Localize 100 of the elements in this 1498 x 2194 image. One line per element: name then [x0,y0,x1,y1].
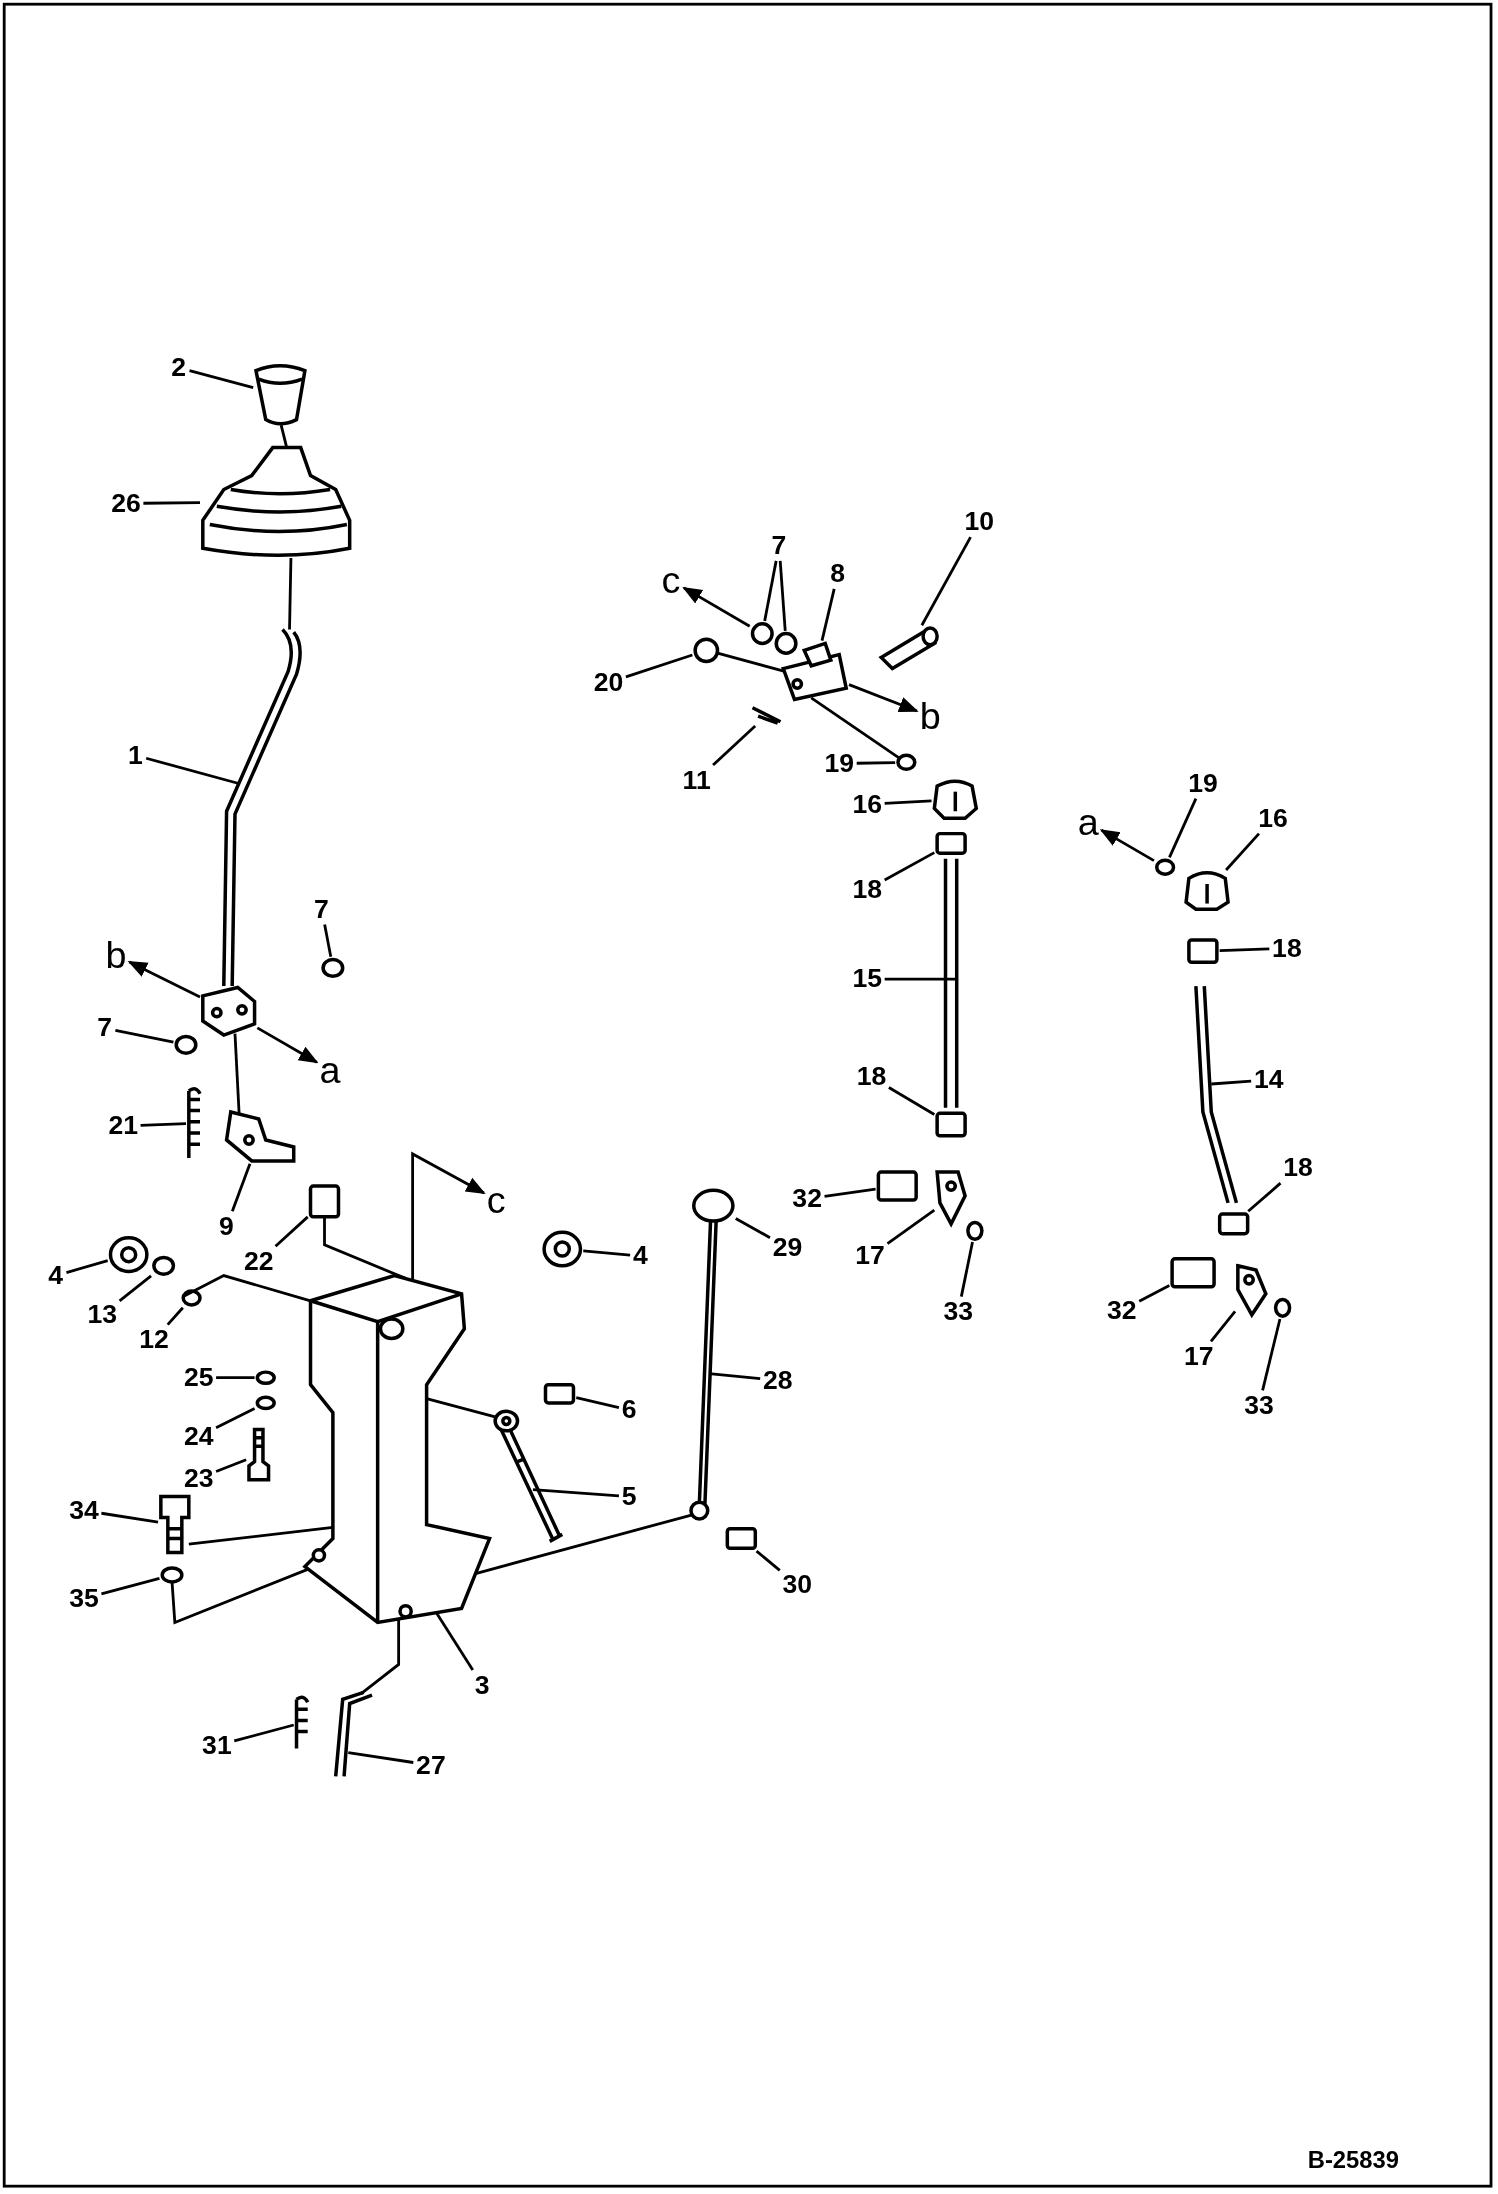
washer [966,1220,984,1241]
leader-line [118,1274,152,1303]
reference-letter: c [486,1181,506,1219]
reference-arrow [256,1026,319,1064]
reference-letter: a [1077,804,1099,841]
nut-block [1187,938,1219,965]
callout-number: 3 [474,1671,490,1700]
reference-arrow [848,683,919,713]
callout-number: 29 [772,1233,803,1262]
housing-drawing [302,1273,492,1625]
callout-number: 24 [183,1422,214,1451]
callout-number: 18 [1283,1153,1313,1182]
callout-number: 34 [69,1496,99,1525]
leader-line [856,761,896,765]
rod-drawing [689,1219,718,1521]
callout-number: 14 [1253,1065,1284,1094]
leader-line [884,851,935,882]
spring-drawing [187,1087,202,1160]
reference-letter: b [919,697,941,735]
callout-number: 7 [314,895,329,924]
leader-line [763,560,778,622]
assembly-line [182,1274,311,1303]
leader-line [1247,1182,1282,1213]
leader-line [233,1723,295,1743]
leader-line [884,977,957,981]
washer [255,1370,276,1386]
leader-line [66,1259,109,1274]
leader-line [1211,1079,1252,1086]
assembly-line [360,1619,401,1695]
callout-number: 17 [855,1242,885,1270]
callout-number: 9 [218,1212,234,1241]
reference-arrow [127,960,201,999]
pin-block [543,1382,576,1405]
callout-number: 25 [183,1363,214,1392]
callout-number: 28 [763,1366,793,1395]
leader-line [101,1576,160,1596]
callout-number: 23 [183,1464,214,1493]
bushing [750,622,774,646]
callout-number: 32 [792,1184,822,1213]
callout-number: 4 [48,1261,64,1290]
block-block [308,1184,341,1219]
callout-number: 33 [943,1298,973,1326]
cotter-pin-drawing [750,706,783,725]
callout-number: 8 [830,559,845,588]
leader-line [886,1208,936,1245]
assembly-line [188,1526,334,1546]
callout-number: 27 [416,1751,446,1780]
grommet-drawing [108,1236,149,1274]
leader-line [778,560,787,631]
clip [152,1255,176,1276]
callout-number: 7 [97,1014,112,1043]
reference-letter: a [319,1051,341,1089]
leader-line [1168,798,1198,858]
leader-line [348,1751,414,1764]
callout-number: 19 [1188,769,1218,798]
leader-line [959,1241,974,1297]
reference-letter: c [661,562,681,599]
leader-line [274,1215,309,1248]
bolt-drawing [159,1494,191,1555]
reference-arrow [411,1151,486,1282]
washer [1273,1297,1292,1318]
washer [896,753,917,772]
callout-number: 22 [244,1247,274,1276]
bolt-drawing [878,626,939,671]
leader-line [231,1163,252,1212]
spring-drawing [294,1695,310,1751]
reference-arrow [682,586,751,628]
assembly-line [279,424,289,448]
lever-block-drawing [201,985,257,1037]
callout-number: 1 [128,741,143,770]
lever-rod-drawing [222,627,302,988]
bushing [174,1034,198,1055]
leader-line [215,1407,256,1430]
leader-line [1225,832,1260,871]
leader-line [101,1511,159,1524]
callout-number: 15 [852,965,883,994]
leader-line [575,1396,620,1409]
callout-number: 4 [632,1242,648,1270]
leader-line [1219,947,1270,952]
callout-number: 16 [852,790,883,819]
drawing-number: B-25839 [1307,2147,1399,2175]
knob-drawing [254,364,307,426]
rod-drawing [1194,984,1239,1205]
callout-number: 18 [1272,934,1302,963]
callout-number: 26 [111,489,141,518]
leader-line [820,588,836,641]
leader-line [583,1249,631,1257]
assembly-line [426,1397,496,1419]
reference-letter: b [105,937,127,974]
callout-number: 19 [824,749,855,778]
callout-number: 17 [1184,1342,1214,1371]
leader-line [888,1086,936,1116]
pin-block [725,1527,758,1551]
callout-number: 2 [171,353,187,382]
leader-line [712,724,757,767]
leader-line [216,1376,255,1380]
leader-line [166,1306,184,1326]
leader-line [323,924,333,957]
grommet-drawing [542,1230,583,1268]
leader-line [625,653,693,679]
